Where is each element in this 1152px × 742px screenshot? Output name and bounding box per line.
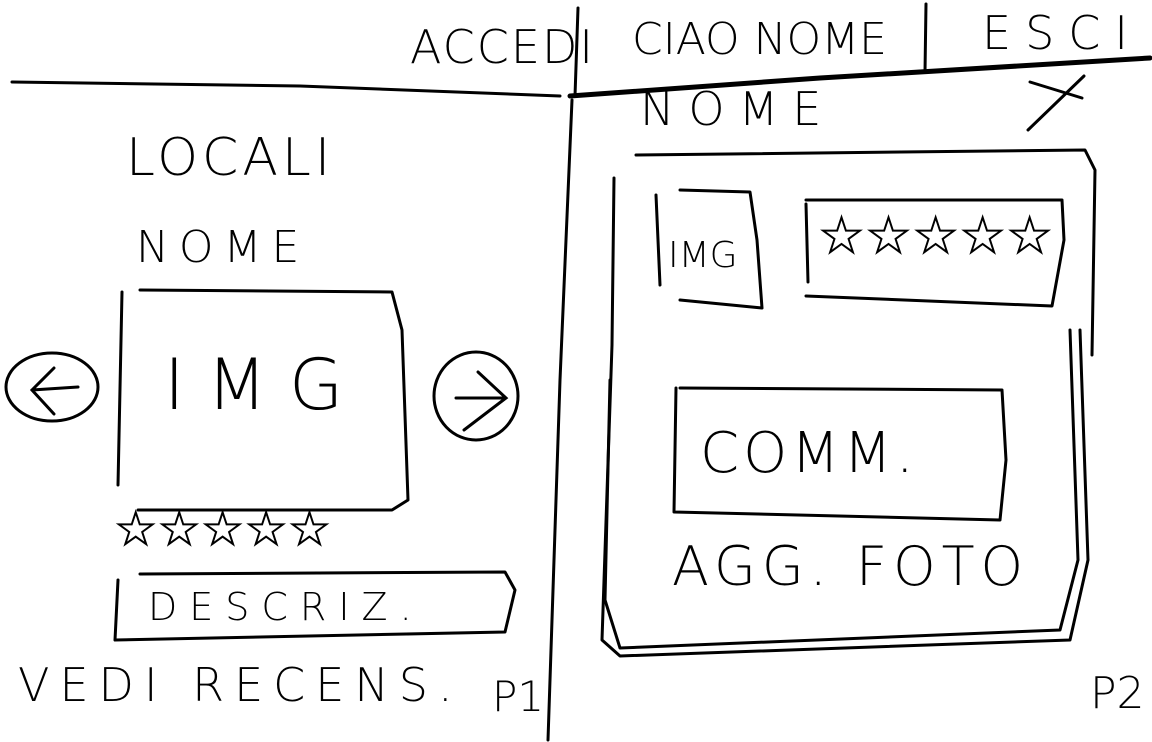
comment-field[interactable]: COMM.: [700, 421, 918, 486]
close-icon: [1026, 74, 1086, 132]
page-label-p2: P2: [1090, 668, 1145, 719]
close-button[interactable]: [1022, 68, 1088, 134]
add-photo-button[interactable]: AGG. FOTO: [672, 535, 1030, 598]
review-image[interactable]: IMG: [668, 235, 738, 276]
review-stars[interactable]: ★★★★★: [819, 208, 1056, 264]
greeting-username: CIAO NOME: [632, 14, 887, 65]
prev-button[interactable]: [8, 352, 98, 422]
place-name: NOME: [136, 222, 310, 273]
next-button[interactable]: [434, 352, 520, 440]
login-link[interactable]: ACCEDI: [410, 20, 595, 74]
page-label-p1: P1: [492, 672, 545, 721]
place-image: IMG: [164, 344, 366, 426]
page-title: LOCALI: [126, 128, 335, 188]
arrow-right-icon: [454, 370, 509, 432]
arrow-left-icon: [29, 366, 80, 416]
rating-stars[interactable]: ★★★★★: [115, 504, 334, 555]
description-field: DESCRIZ.: [148, 585, 424, 629]
logout-link[interactable]: ESCI: [982, 6, 1142, 60]
see-reviews-link[interactable]: VEDI RECENS.: [18, 658, 463, 712]
review-name: NOME: [640, 82, 836, 136]
